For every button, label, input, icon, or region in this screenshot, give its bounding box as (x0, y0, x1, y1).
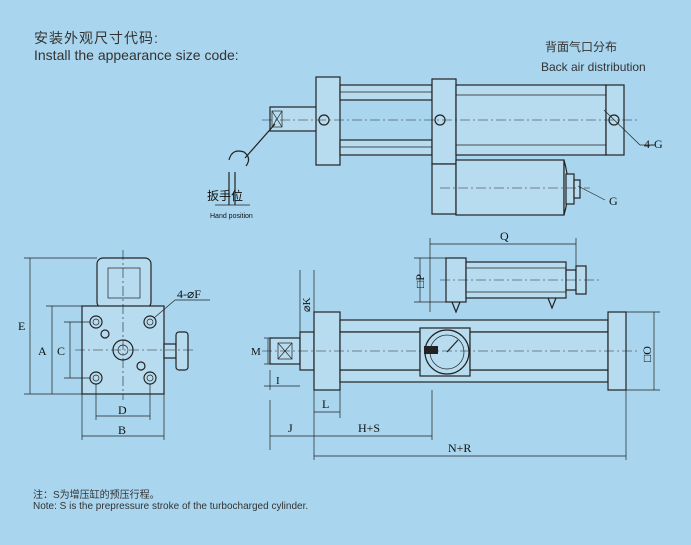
dim-p-label: □P (413, 274, 427, 288)
end-view: E A C D B 4-⌀F (18, 250, 210, 440)
dim-j-label: J (288, 421, 293, 435)
dim-c-label: C (57, 344, 65, 358)
dim-i-label: I (276, 375, 280, 387)
back-air-label-chinese: 背面气口分布 (545, 40, 618, 54)
dim-4-g-label: 4-G (644, 137, 663, 151)
dim-q-label: Q (500, 229, 509, 243)
wrench-label-chinese: 扳手位 (207, 188, 243, 203)
dim-h-s-label: H+S (358, 421, 380, 435)
dim-m-label: M (251, 346, 261, 358)
side-view: Q □P ⌀K M I L (251, 229, 660, 460)
dim-l-label: L (322, 397, 329, 411)
note-chinese: 注：S为增压缸的预压行程。 (33, 490, 160, 501)
dim-b-label: B (118, 423, 126, 437)
dim-o-label: □O (640, 346, 654, 362)
back-air-label-english: Back air distribution (541, 60, 646, 74)
dim-4-f-label: 4-⌀F (177, 287, 201, 301)
note-english: Note: S is the prepressure stroke of the… (33, 501, 309, 512)
dim-a-label: A (38, 344, 47, 358)
dim-d-label: D (118, 403, 127, 417)
title-english: Install the appearance size code: (34, 47, 239, 63)
top-view: 扳手位 Hand position 4-G G (207, 76, 663, 220)
dim-g-label: G (609, 194, 618, 208)
wrench-label-english: Hand position (210, 213, 253, 220)
dim-n-r-label: N+R (448, 441, 471, 455)
dim-phi-k-label: ⌀K (301, 297, 313, 312)
dim-e-label: E (18, 319, 25, 333)
title-chinese: 安装外观尺寸代码: (34, 30, 159, 46)
